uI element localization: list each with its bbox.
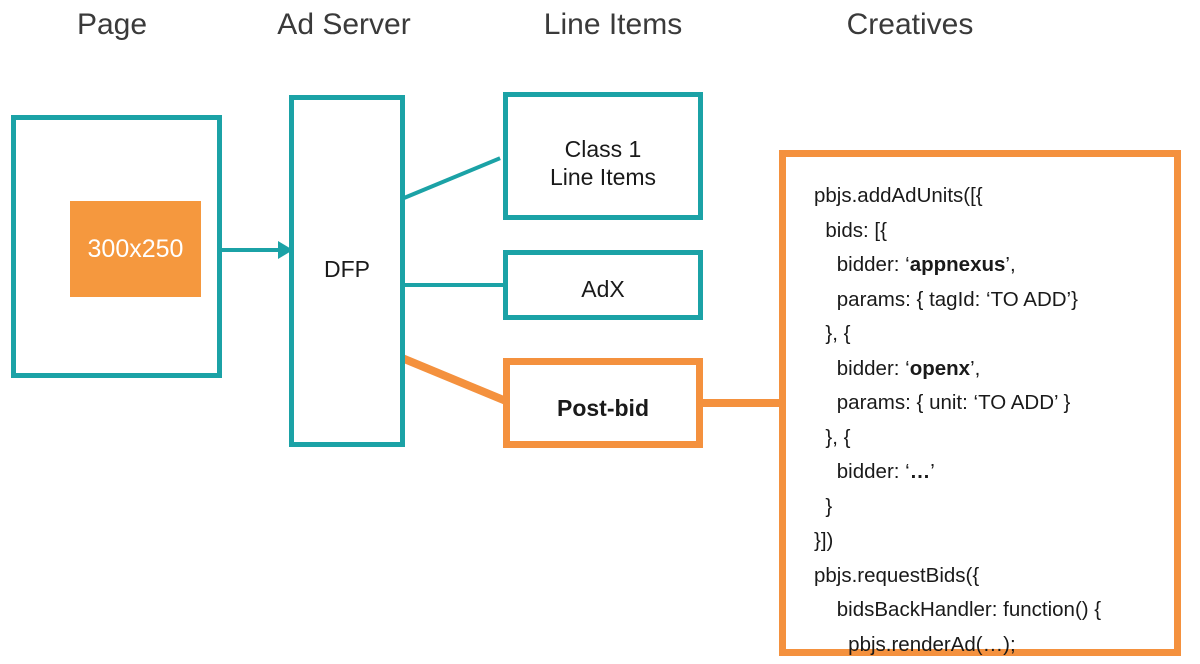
- code-line: bidder: ‘…’: [814, 460, 935, 483]
- code-line: }, {: [814, 322, 851, 345]
- arrow-head-icon: [278, 241, 293, 259]
- line-item-box-postbid: Post-bid: [503, 358, 703, 448]
- line-item-label-class1: Class 1 Line Items: [549, 136, 657, 191]
- code-line: bidder: ‘appnexus’,: [814, 253, 1016, 276]
- column-header-line-items: Line Items: [543, 8, 683, 41]
- line-item-label-adx: AdX: [581, 276, 625, 302]
- creative-300x250-block: 300x250: [70, 201, 201, 297]
- connector-dfp-to-class1: [403, 156, 501, 200]
- connector-postbid-to-code: [700, 399, 788, 407]
- creative-size-label: 300x250: [87, 234, 184, 263]
- column-header-creatives: Creatives: [846, 8, 974, 41]
- connector-dfp-to-postbid: [400, 354, 508, 405]
- code-bidder-name: …: [909, 460, 931, 483]
- code-line: bidsBackHandler: function() {: [814, 598, 1102, 621]
- ad-server-dfp-box: DFP: [289, 95, 405, 447]
- code-line: params: { unit: ‘TO ADD’ }: [814, 391, 1071, 414]
- line-item-label-postbid: Post-bid: [557, 395, 649, 421]
- code-line: bids: [{: [814, 218, 887, 242]
- line-item-box-class1: Class 1 Line Items: [503, 92, 703, 220]
- column-header-ad-server: Ad Server: [277, 8, 411, 41]
- code-line: }, {: [814, 425, 851, 449]
- ad-server-dfp-label: DFP: [324, 256, 370, 282]
- code-line: pbjs.requestBids({: [814, 563, 980, 587]
- column-header-page: Page: [76, 8, 148, 41]
- code-block: pbjs.addAdUnits([{ bids: [{ bidder: ‘app…: [814, 179, 1101, 664]
- code-line: pbjs.renderAd(…);: [814, 632, 1016, 656]
- code-bidder-name: appnexus: [909, 253, 1006, 276]
- code-line: }]): [814, 529, 834, 552]
- connector-dfp-to-adx: [404, 283, 506, 287]
- code-line: }: [814, 494, 833, 518]
- code-line: bidder: ‘openx’,: [814, 356, 981, 380]
- connector-creative-to-dfp: [200, 248, 282, 252]
- code-bidder-name: openx: [909, 356, 971, 380]
- code-line: pbjs.addAdUnits([{: [814, 184, 983, 207]
- creatives-code-panel: pbjs.addAdUnits([{ bids: [{ bidder: ‘app…: [779, 150, 1181, 656]
- line-item-box-adx: AdX: [503, 250, 703, 320]
- code-line: params: { tagId: ‘TO ADD’}: [814, 287, 1078, 311]
